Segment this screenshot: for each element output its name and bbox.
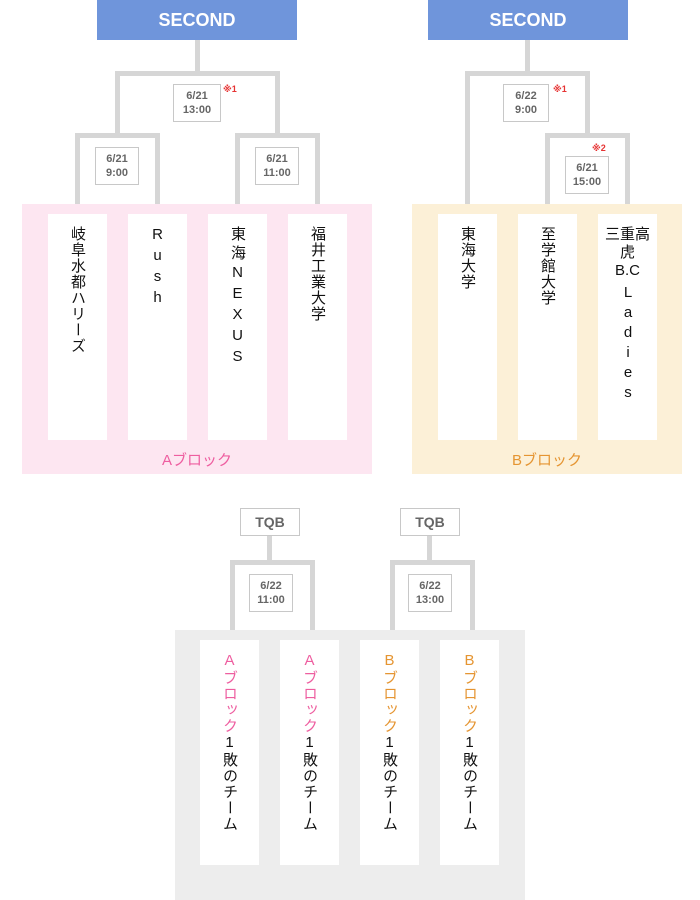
- tqb-team-1-rest: 1敗のチーム: [221, 734, 238, 832]
- tqb-right-l-stem: [390, 560, 395, 640]
- tqb-right-r-stem: [470, 560, 475, 640]
- left-final-left-stem: [115, 71, 120, 137]
- tqb-right-box: TQB: [400, 508, 460, 536]
- tqb-team-1: Aブロック1敗のチーム: [200, 640, 259, 865]
- tqb-left-box: TQB: [240, 508, 300, 536]
- left-final-time: 13:00: [182, 104, 212, 116]
- tqb-right-bar: [390, 560, 475, 565]
- b-team-3-line2: B.C: [614, 262, 640, 279]
- a-team-2-name: Rush: [149, 226, 166, 310]
- tqb-left-bar: [230, 560, 315, 565]
- a-team-3-name: 東海NEXUS: [229, 226, 246, 369]
- b-team-2: 至学館大学: [518, 214, 577, 440]
- tqb-team-3-rest: 1敗のチーム: [381, 734, 398, 832]
- a-team-4-name: 福井工業大学: [309, 226, 326, 322]
- left-bracket-header: SECOND: [97, 0, 297, 40]
- b-team-3: 三重高虎 B.C Ladies: [598, 214, 657, 440]
- left-final-date-box: 6/21 13:00: [173, 84, 221, 122]
- left-final-note: ※1: [223, 84, 237, 94]
- tqb-team-3: Bブロック1敗のチーム: [360, 640, 419, 865]
- left-m1-bar: [75, 133, 160, 138]
- a-team-3: 東海NEXUS: [208, 214, 267, 440]
- b-team-3-line3: Ladies: [619, 284, 637, 404]
- tqb-left-r-stem: [310, 560, 315, 640]
- tqb-left-time: 11:00: [257, 594, 285, 606]
- tqb-team-2-rest: 1敗のチーム: [301, 734, 318, 832]
- left-header-stem: [195, 40, 200, 75]
- b-team-1-name: 東海大学: [459, 226, 476, 290]
- right-bracket-header: SECOND: [428, 0, 628, 40]
- right-final-note: ※1: [553, 84, 567, 94]
- tqb-team-3-block: Bブロック: [381, 652, 398, 734]
- left-final-right-stem: [275, 71, 280, 137]
- left-m1-date-box: 6/21 9:00: [95, 147, 139, 185]
- left-m2-left-stem: [235, 133, 240, 215]
- left-m2-right-stem: [315, 133, 320, 215]
- right-semi-bar: [545, 133, 630, 138]
- left-final-bar: [115, 71, 280, 76]
- a-team-2: Rush: [128, 214, 187, 440]
- right-final-date-box: 6/22 9:00: [503, 84, 549, 122]
- a-team-1-name: 岐阜水都ハリーズ: [69, 226, 86, 354]
- right-final-left-stem: [465, 71, 470, 215]
- left-m1-date: 6/21: [106, 153, 128, 165]
- tqb-right-time: 13:00: [415, 594, 445, 606]
- b-team-2-name: 至学館大学: [539, 226, 556, 306]
- right-semi-note: ※2: [592, 143, 606, 153]
- right-semi-date-box: 6/21 15:00: [565, 156, 609, 194]
- tqb-left-l-stem: [230, 560, 235, 640]
- right-semi-date: 6/21: [576, 162, 598, 174]
- right-semi-left-stem: [545, 133, 550, 215]
- b-block-label: Bブロック: [511, 452, 582, 469]
- left-m1-left-stem: [75, 133, 80, 215]
- b-team-3-line1: 三重高虎: [604, 226, 650, 261]
- right-final-date: 6/22: [515, 90, 537, 102]
- right-final-bar: [465, 71, 590, 76]
- left-m1-time: 9:00: [105, 167, 129, 179]
- tqb-team-2-block: Aブロック: [301, 652, 318, 734]
- tqb-right-date-box: 6/22 13:00: [408, 574, 452, 612]
- tqb-team-1-block: Aブロック: [221, 652, 238, 734]
- a-team-4: 福井工業大学: [288, 214, 347, 440]
- left-m1-right-stem: [155, 133, 160, 215]
- tqb-left-date-box: 6/22 11:00: [249, 574, 293, 612]
- tqb-left-stem: [267, 536, 272, 564]
- right-final-right-stem: [585, 71, 590, 137]
- a-block-label: Aブロック: [161, 452, 232, 469]
- left-final-date: 6/21: [186, 90, 208, 102]
- tqb-team-4-rest: 1敗のチーム: [461, 734, 478, 832]
- left-m2-bar: [235, 133, 320, 138]
- tqb-team-4-block: Bブロック: [461, 652, 478, 734]
- right-semi-time: 15:00: [572, 176, 602, 188]
- left-m2-time: 11:00: [263, 167, 291, 179]
- tqb-team-4: Bブロック1敗のチーム: [440, 640, 499, 865]
- right-semi-right-stem: [625, 133, 630, 215]
- tqb-right-stem: [427, 536, 432, 564]
- a-team-1: 岐阜水都ハリーズ: [48, 214, 107, 440]
- tqb-left-date: 6/22: [260, 580, 282, 592]
- right-header-stem: [525, 40, 530, 75]
- tqb-team-2: Aブロック1敗のチーム: [280, 640, 339, 865]
- b-team-1: 東海大学: [438, 214, 497, 440]
- tqb-right-date: 6/22: [419, 580, 441, 592]
- left-m2-date: 6/21: [266, 153, 288, 165]
- left-m2-date-box: 6/21 11:00: [255, 147, 299, 185]
- right-final-time: 9:00: [514, 104, 538, 116]
